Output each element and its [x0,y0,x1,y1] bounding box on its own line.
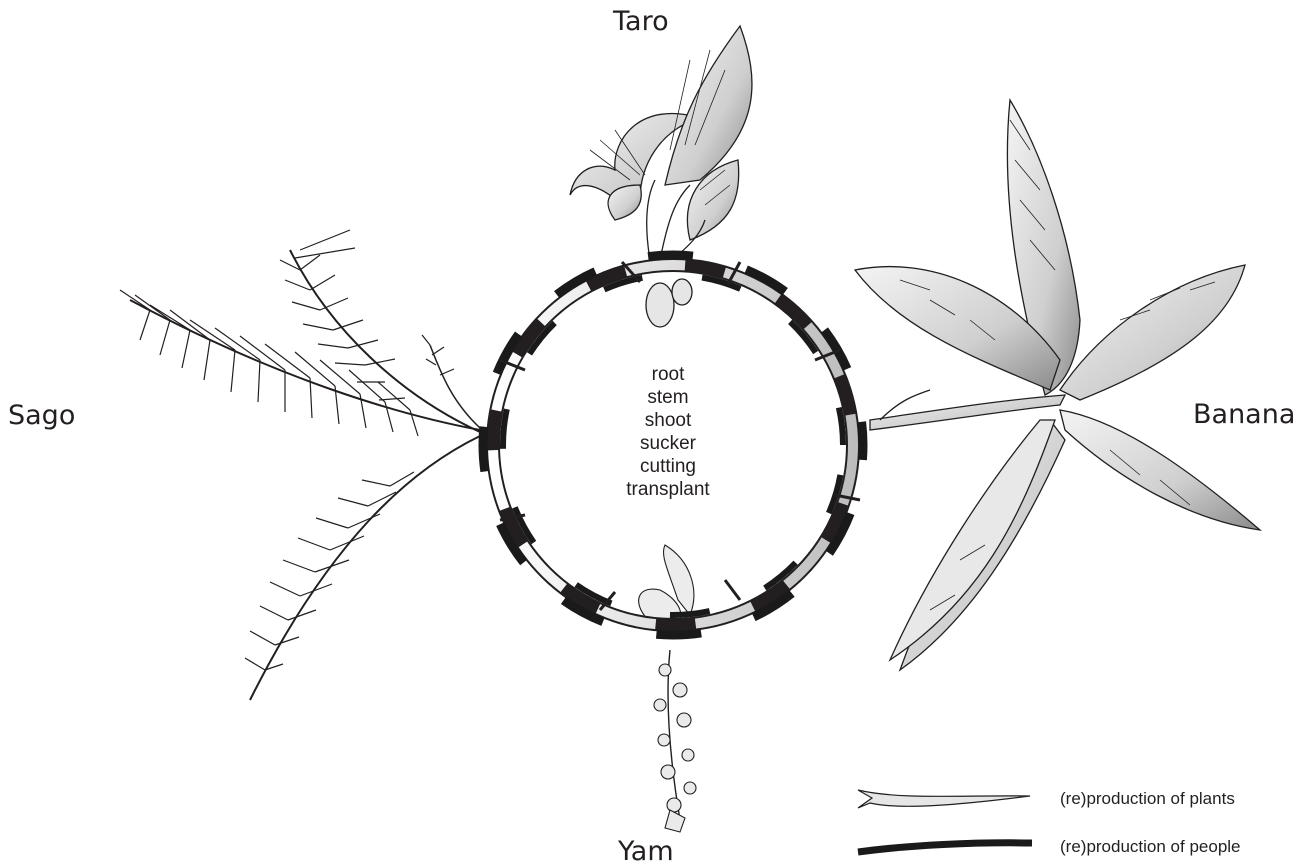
yam-illustration [639,545,696,832]
banana-illustration [855,100,1260,670]
term-shoot: shoot [588,409,748,432]
banana-label: Banana [1193,401,1295,428]
sago-label: Sago [8,402,75,429]
term-sucker: sucker [588,432,748,455]
legend-plants-symbol [858,790,1030,808]
legend-people-label: (re)production of people [1060,837,1241,857]
sago-illustration [120,230,480,700]
yam-label: Yam [618,838,674,865]
term-cutting: cutting [588,455,748,478]
legend-people-symbol [858,843,1032,852]
term-stem: stem [588,386,748,409]
taro-label: Taro [613,8,669,35]
term-transplant: transplant [588,478,748,501]
term-root: root [588,363,748,386]
center-terms: root stem shoot sucker cutting transplan… [588,363,748,501]
legend-plants-label: (re)production of plants [1060,789,1235,809]
